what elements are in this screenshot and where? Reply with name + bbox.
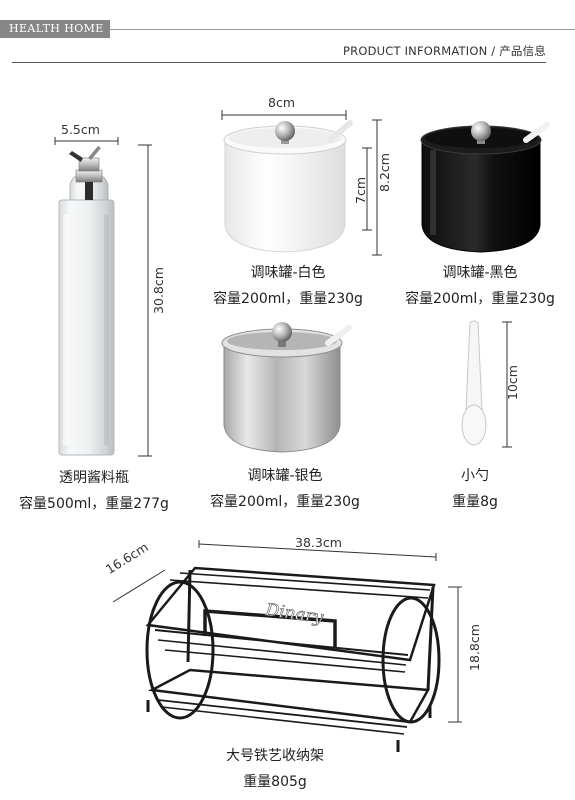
spoon-spec: 重量8g xyxy=(452,494,498,510)
bottle-width-line xyxy=(54,137,119,145)
black-jar-image xyxy=(420,121,550,253)
white-jar-inner-height-label: 7cm xyxy=(353,176,369,205)
bottle-height-line xyxy=(138,144,152,457)
silver-jar-spec: 容量200ml，重量230g xyxy=(210,494,360,510)
bottle-width-label: 5.5cm xyxy=(61,122,100,137)
bottle-spec: 容量500ml，重量277g xyxy=(19,496,169,512)
brand-name: HEALTH HOME xyxy=(9,22,104,35)
white-jar-spec: 容量200ml，重量230g xyxy=(213,291,363,307)
spoon-length-line xyxy=(502,321,512,448)
rack-length-line xyxy=(198,540,437,561)
rack-depth-line xyxy=(112,569,166,603)
spoon-image xyxy=(461,320,487,446)
rack-length-label: 38.3cm xyxy=(295,535,342,550)
white-jar-caption: 调味罐-白色 容量200ml，重量230g xyxy=(203,262,373,308)
bottle-name: 透明酱料瓶 xyxy=(59,470,129,486)
white-jar-outer-height-line xyxy=(372,119,382,256)
bottle-caption: 透明酱料瓶 容量500ml，重量277g xyxy=(14,467,174,513)
rack-name: 大号铁艺收纳架 xyxy=(226,748,324,764)
spoon-caption: 小勺 重量8g xyxy=(430,465,520,511)
black-jar-name: 调味罐-黑色 xyxy=(442,265,518,281)
section-divider xyxy=(12,62,546,63)
rack-height-line xyxy=(448,586,462,723)
white-jar-name: 调味罐-白色 xyxy=(250,265,326,281)
brand-banner: HEALTH HOME xyxy=(0,20,110,38)
silver-jar-image xyxy=(221,322,352,453)
silver-jar-caption: 调味罐-银色 容量200ml，重量230g xyxy=(200,465,370,511)
white-jar-image xyxy=(223,120,353,253)
spoon-length-label: 10cm xyxy=(504,365,520,400)
black-jar-spec: 容量200ml，重量230g xyxy=(405,291,555,307)
spoon-name: 小勺 xyxy=(461,468,489,484)
white-jar-width-label: 8cm xyxy=(268,95,296,110)
rack-height-label: 18.8cm xyxy=(466,624,482,671)
white-jar-width-line xyxy=(221,110,347,120)
rack-spec: 重量805g xyxy=(243,774,307,790)
silver-jar-name: 调味罐-银色 xyxy=(247,468,323,484)
bottle-height-label: 30.8cm xyxy=(150,267,166,314)
white-jar-outer-height-label: 8.2cm xyxy=(376,153,392,192)
black-jar-caption: 调味罐-黑色 容量200ml，重量230g xyxy=(395,262,565,308)
rack-caption: 大号铁艺收纳架 重量805g xyxy=(190,745,360,791)
rack-logo-text: Dinary xyxy=(263,600,324,628)
section-title: PRODUCT INFORMATION / 产品信息 xyxy=(343,44,546,58)
oil-bottle-image xyxy=(58,146,115,456)
white-jar-inner-height-line xyxy=(362,147,372,231)
storage-rack-image xyxy=(145,566,441,752)
header-divider xyxy=(110,29,575,30)
